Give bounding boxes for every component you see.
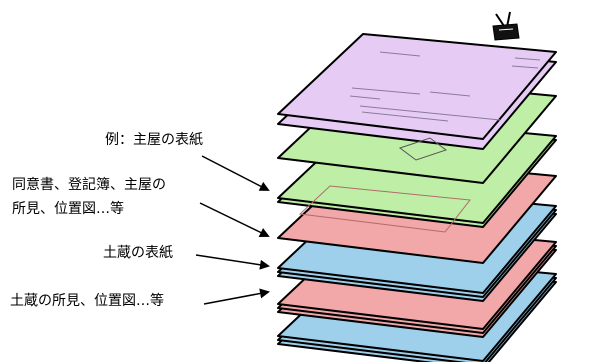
form-line [351, 87, 421, 95]
form-table [298, 185, 471, 233]
form-line [429, 91, 471, 97]
form-line [379, 51, 421, 57]
pointer-arrows [195, 155, 270, 305]
document-sheet [277, 33, 557, 140]
label-consent-docs-line2: 所見、位置図…等 [12, 201, 124, 217]
binder-clip-icon [492, 11, 520, 41]
pointer-arrow [199, 202, 270, 238]
form-line [361, 111, 449, 122]
form-line [511, 65, 539, 69]
form-line [514, 57, 541, 61]
pointer-arrow [201, 155, 270, 191]
pointer-arrow [203, 288, 270, 305]
sheet-stack [277, 33, 557, 362]
form-line [359, 105, 501, 121]
pointer-arrow [195, 254, 270, 270]
label-consent-docs-line1: 同意書、登記簿、主屋の [12, 177, 166, 193]
label-storehouse-cover: 土蔵の表紙 [103, 245, 173, 261]
label-storehouse-docs: 土蔵の所見、位置図…等 [10, 293, 164, 309]
label-main-house-cover: 例：主屋の表紙 [105, 132, 203, 148]
seal-stamp-icon [398, 137, 448, 161]
form-line [349, 95, 381, 100]
